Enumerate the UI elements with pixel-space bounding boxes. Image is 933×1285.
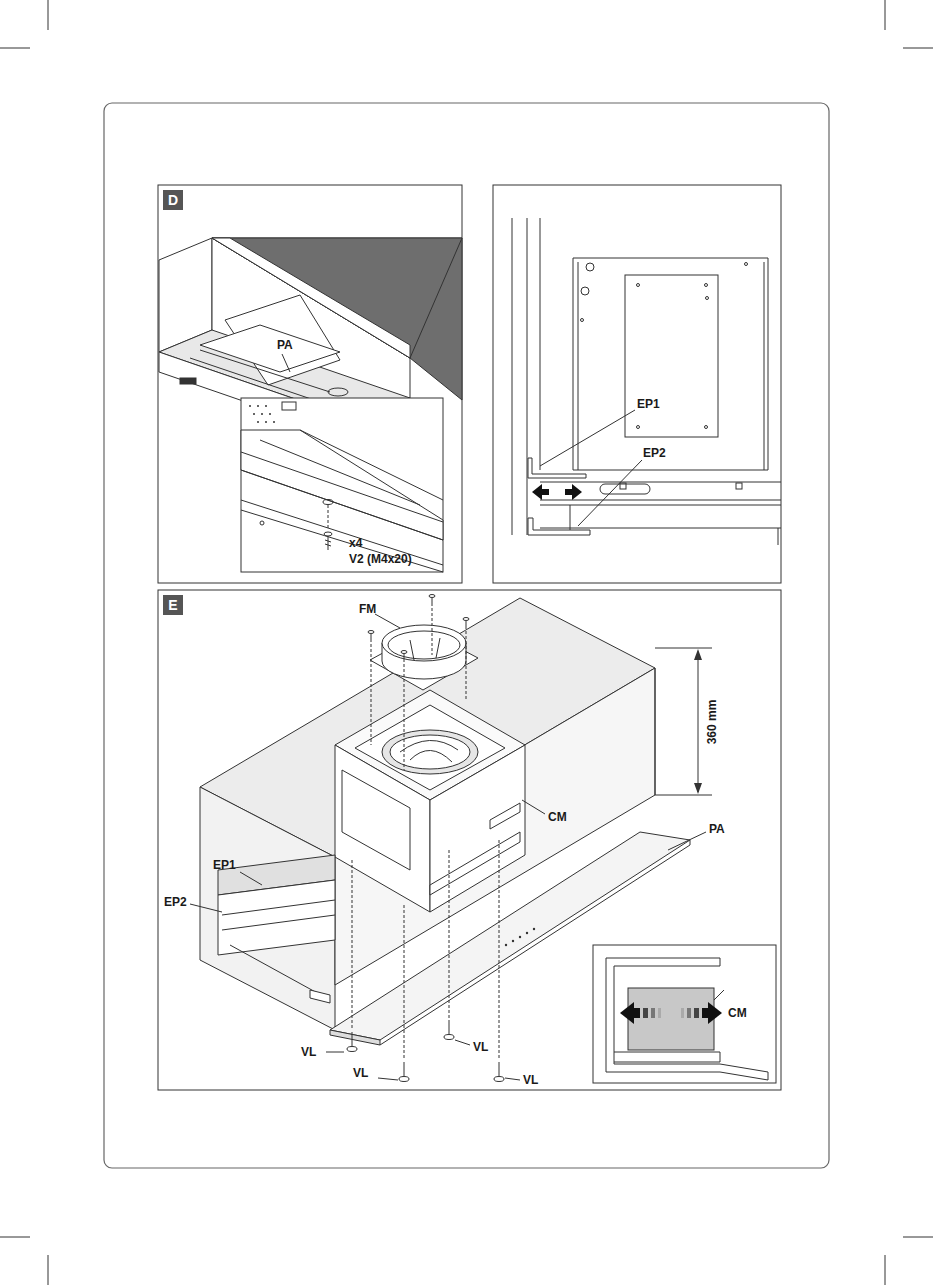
part-name: EP1 <box>212 858 237 872</box>
dimension: 360 mm <box>705 699 719 746</box>
quantity: x4 <box>348 536 363 550</box>
part-name: CM <box>547 810 568 824</box>
part-name: VL <box>300 1045 317 1059</box>
part-name: EP1 <box>636 397 661 411</box>
screw-spec: V2 (M4x20) <box>348 552 413 566</box>
part-name: PA <box>708 822 726 836</box>
panel-letter: D <box>163 190 183 210</box>
panel-letter: E <box>163 595 183 615</box>
part-name: FM <box>358 602 377 616</box>
part-name: VL <box>352 1066 369 1080</box>
part-name: EP2 <box>642 446 667 460</box>
part-name: VL <box>472 1040 489 1054</box>
part-name: CM <box>727 1006 748 1020</box>
part-name: EP2 <box>163 895 188 909</box>
part-name: VL <box>522 1073 539 1087</box>
part-name: PA <box>276 338 294 352</box>
